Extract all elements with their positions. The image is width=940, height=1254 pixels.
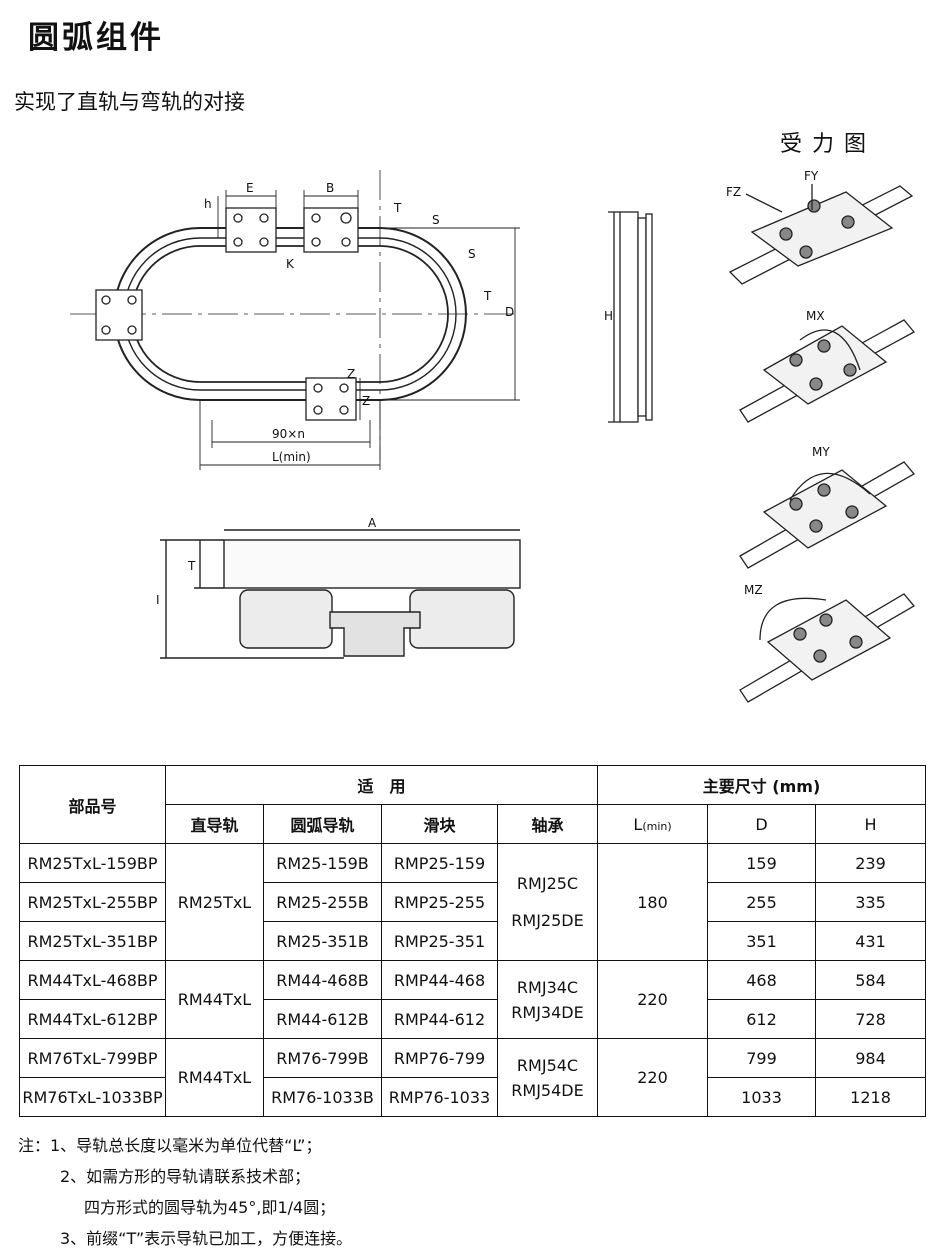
note-3: 3、前缀“T”表示导轨已加工，方便连接。 <box>60 1229 353 1248</box>
moment-mz: MZ <box>744 583 763 597</box>
moment-my: MY <box>812 445 830 459</box>
top-slider-e <box>225 207 277 253</box>
dim-h-side: H <box>604 309 613 323</box>
col-bearing: 轴承 <box>496 804 599 844</box>
cross-section <box>160 529 521 659</box>
col-part: 部品号 <box>19 765 166 844</box>
moment-mx: MX <box>806 309 825 323</box>
note-1: 注：1、导轨总长度以毫米为单位代替“L”； <box>18 1136 322 1155</box>
force-diagram-mx <box>739 319 916 423</box>
col-slider: 滑块 <box>381 804 498 844</box>
force-diagram-mz <box>739 593 915 703</box>
technical-drawing: E B h K Z Z T S S T D 90×n L(min) H A T … <box>70 169 916 703</box>
spec-table: 部品号 适 用 主要尺寸 (mm) 直导轨 圆弧导轨 滑块 轴承 L(min) … <box>19 765 927 1117</box>
col-lmin: L(min) <box>597 804 709 844</box>
dim-e: E <box>246 181 254 195</box>
dim-h: h <box>204 197 212 211</box>
table-row: RM76TxL-1033BP RM76-1033B RMP76-1033 103… <box>19 1077 927 1117</box>
note-2b: 四方形式的圆导轨为45°,即1/4圆； <box>84 1198 336 1217</box>
page-title: 圆弧组件 <box>28 20 164 56</box>
dim-t-section: T <box>187 559 196 573</box>
dim-i-section: I <box>156 593 160 607</box>
table-row: RM25TxL-351BP RM25-351B RMP25-351 351 43… <box>19 921 927 961</box>
force-diagram-title: 受力图 <box>780 132 877 157</box>
page-subtitle: 实现了直轨与弯轨的对接 <box>14 90 245 114</box>
dim-s2: S <box>468 247 476 261</box>
col-h: H <box>815 804 927 844</box>
notes: 注：1、导轨总长度以毫米为单位代替“L”； 2、如需方形的导轨请联系技术部； 四… <box>18 1130 352 1254</box>
bottom-slider-z <box>305 377 357 421</box>
col-arc: 圆弧导轨 <box>263 804 382 844</box>
table-row: RM76TxL-799BP RM44TxL RM76-799B RMP76-79… <box>19 1038 927 1117</box>
col-straight: 直导轨 <box>165 804 264 844</box>
force-fy: FY <box>804 169 819 183</box>
side-view <box>608 211 653 423</box>
note-2: 2、如需方形的导轨请联系技术部； <box>60 1167 311 1186</box>
col-d: D <box>707 804 817 844</box>
dim-d: D <box>505 305 514 319</box>
dim-t1: T <box>393 201 402 215</box>
table-row: RM25TxL-159BP RM25TxL RM25-159B RMP25-15… <box>19 843 927 961</box>
left-slider-block <box>95 289 143 341</box>
dim-t2: T <box>483 289 492 303</box>
dim-a: A <box>368 516 377 530</box>
force-fz: FZ <box>726 185 741 199</box>
table-row: RM25TxL-255BP RM25-255B RMP25-255 255 33… <box>19 882 927 922</box>
dim-z2: Z <box>362 394 370 408</box>
dim-90n: 90×n <box>272 427 305 441</box>
dim-lmin: L(min) <box>272 450 311 464</box>
dim-k: K <box>286 257 295 271</box>
table-row: RM44TxL-468BP RM44TxL RM44-468B RMP44-46… <box>19 960 927 1039</box>
col-main: 主要尺寸 (mm) <box>597 765 927 805</box>
table-row: RM44TxL-612BP RM44-612B RMP44-612 612 72… <box>19 999 927 1039</box>
dim-z1: Z <box>347 367 355 381</box>
dim-b: B <box>326 181 334 195</box>
col-apply: 适 用 <box>164 765 599 805</box>
dim-s1: S <box>432 213 440 227</box>
top-slider-b <box>303 207 359 253</box>
force-diagram-fz-fy <box>728 184 914 285</box>
force-diagram-my <box>739 461 915 569</box>
